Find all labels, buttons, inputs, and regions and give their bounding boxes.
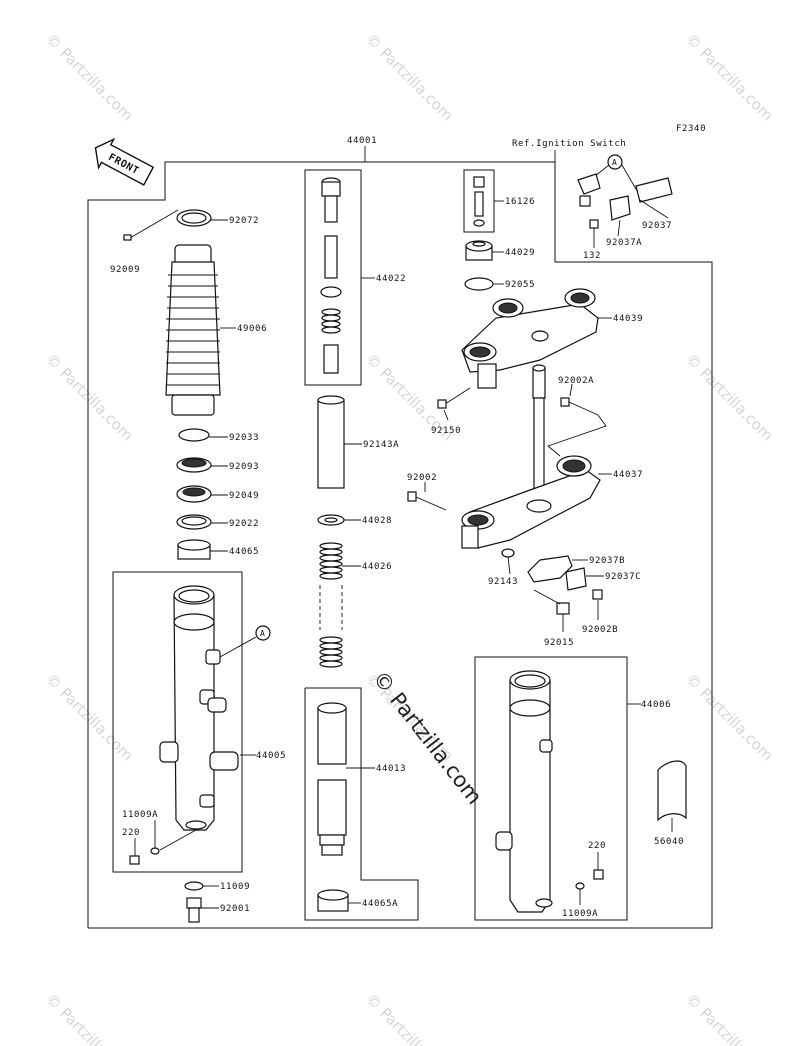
label-16126: 16126 <box>505 197 535 207</box>
part-92143a-spacer <box>317 395 345 489</box>
label-44006: 44006 <box>641 700 671 710</box>
label-92002: 92002 <box>407 473 437 483</box>
label-92015: 92015 <box>544 638 574 648</box>
label-49006: 49006 <box>237 324 267 334</box>
watermark-text: © Partzilla.com <box>42 990 137 1046</box>
part-44013-inner-tube <box>317 702 347 856</box>
label-92009: 92009 <box>110 265 140 275</box>
label-92143a: 92143A <box>363 440 399 450</box>
label-92143: 92143 <box>488 577 518 587</box>
part-44022-damper-rod <box>320 177 342 374</box>
diagram-code: F2340 <box>676 124 706 134</box>
box-44005 <box>112 571 243 873</box>
part-92037b-clamp <box>527 555 573 583</box>
part-16126-air-valve <box>473 176 485 227</box>
part-44039-upper-bracket <box>461 288 599 389</box>
part-92150-bolt <box>437 387 471 409</box>
svg-text:A: A <box>260 629 265 638</box>
label-92001: 92001 <box>220 904 250 914</box>
callout-a-right <box>607 154 623 170</box>
box-44013 <box>304 687 419 921</box>
label-11009a-right: 11009A <box>562 909 598 919</box>
part-44029-fork-cap <box>465 240 493 261</box>
label-11009a-left: 11009A <box>122 810 158 820</box>
label-44037: 44037 <box>613 470 643 480</box>
label-92037b: 92037B <box>589 556 625 566</box>
label-44065a: 44065A <box>362 899 398 909</box>
part-220-bolt-right <box>593 869 604 880</box>
label-44001: 44001 <box>347 136 377 146</box>
part-220-bolt-left <box>129 855 140 865</box>
part-92002b-bolt <box>592 589 603 600</box>
watermark-text: © Partzilla.com <box>682 350 777 445</box>
label-44005: 44005 <box>256 751 286 761</box>
watermark-text: © Partzilla.com <box>362 30 457 125</box>
front-arrow: FRONT <box>94 137 155 186</box>
label-220-right: 220 <box>588 841 606 851</box>
box-44006 <box>474 656 628 921</box>
label-44022: 44022 <box>376 274 406 284</box>
label-92055: 92055 <box>505 280 535 290</box>
label-92150: 92150 <box>431 426 461 436</box>
label-92037: 92037 <box>642 221 672 231</box>
label-92022: 92022 <box>229 519 259 529</box>
part-ignition-bracket <box>577 173 673 229</box>
ref-note: Ref.Ignition Switch <box>512 139 626 149</box>
part-92015-nut <box>556 602 570 615</box>
label-92037a: 92037A <box>606 238 642 248</box>
label-92093: 92093 <box>229 462 259 472</box>
part-44065-bushing <box>177 539 211 560</box>
label-92002b: 92002B <box>582 625 618 635</box>
label-92002a: 92002A <box>558 376 594 386</box>
label-220-left: 220 <box>122 828 140 838</box>
box-44022 <box>304 169 362 386</box>
part-92055-o-ring <box>464 277 494 291</box>
part-92001-bolt <box>186 897 202 923</box>
watermark-text: © Partzilla.com <box>362 990 457 1046</box>
label-56040: 56040 <box>654 837 684 847</box>
label-44029: 44029 <box>505 248 535 258</box>
label-44028: 44028 <box>362 516 392 526</box>
label-44039: 44039 <box>613 314 643 324</box>
label-92037c: 92037C <box>605 572 641 582</box>
label-92072: 92072 <box>229 216 259 226</box>
part-92009-screw <box>123 234 132 241</box>
part-44065a-bushing <box>317 889 349 912</box>
label-44013: 44013 <box>376 764 406 774</box>
part-92143-collar <box>501 548 515 558</box>
label-11009: 11009 <box>220 882 250 892</box>
watermark-text: © Partzilla.com <box>682 670 777 765</box>
label-92033: 92033 <box>229 433 259 443</box>
svg-text:A: A <box>612 158 617 167</box>
part-44026-fork-spring <box>319 542 343 668</box>
part-56040-guard <box>657 760 687 822</box>
part-11009-gasket <box>184 881 204 891</box>
part-11009a-washer-left <box>150 847 160 855</box>
watermark-text: © Partzilla.com <box>682 990 777 1046</box>
watermark-text: © Partzilla.com <box>682 30 777 125</box>
part-11009a-washer-right <box>575 882 585 890</box>
label-44065: 44065 <box>229 547 259 557</box>
label-92049: 92049 <box>229 491 259 501</box>
part-44006-outer-tube-right <box>495 670 553 913</box>
part-44037-steering-stem <box>461 364 601 549</box>
label-132: 132 <box>583 251 601 261</box>
label-44026: 44026 <box>362 562 392 572</box>
watermark-text: © Partzilla.com <box>42 670 137 765</box>
watermark-text: © Partzilla.com <box>42 30 137 125</box>
part-44005-outer-tube-left <box>159 585 239 831</box>
watermark-text: © Partzilla.com <box>42 350 137 445</box>
partzilla-watermark: © Partzilla.com <box>368 666 487 808</box>
part-49006-boot <box>165 244 221 416</box>
callout-a-left <box>255 625 271 641</box>
part-92037c-clamp <box>565 567 587 591</box>
part-92033-circlip <box>178 428 210 442</box>
part-92002-bolt <box>407 491 447 511</box>
part-92002a-bolt <box>560 397 599 416</box>
